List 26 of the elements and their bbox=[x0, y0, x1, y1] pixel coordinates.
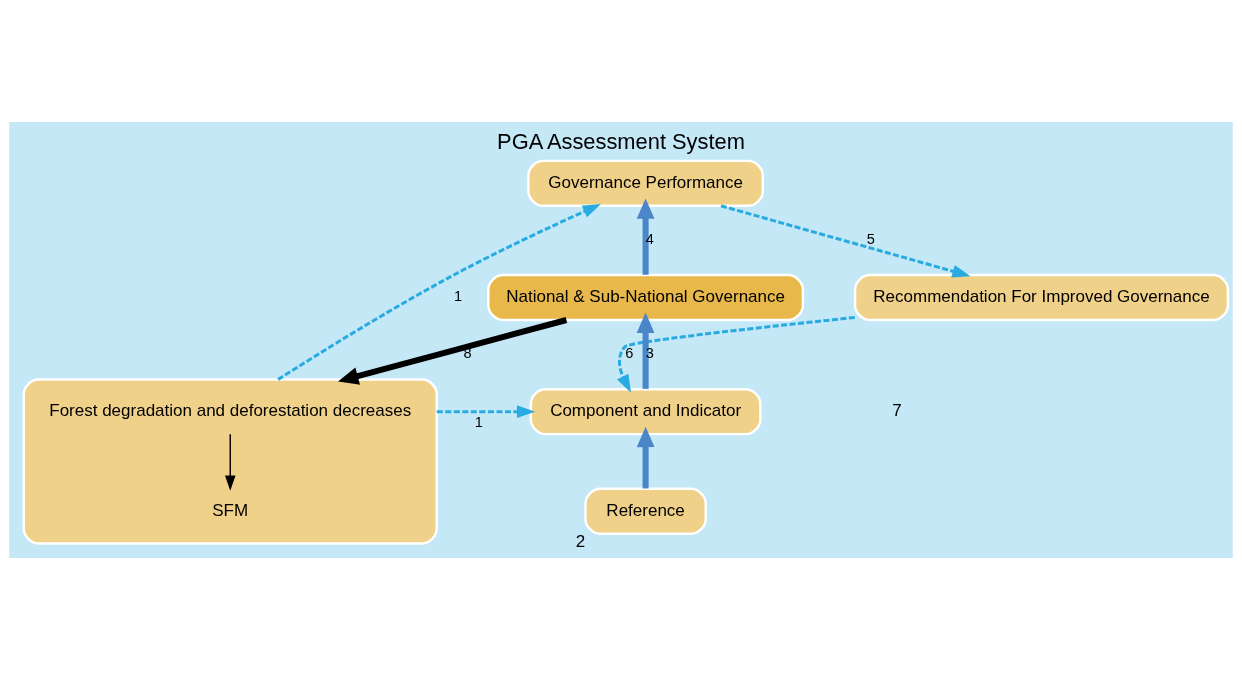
arrow bbox=[636, 312, 655, 389]
node-text: SFM bbox=[212, 500, 249, 520]
edge-label: 1 bbox=[474, 413, 483, 430]
node-label: 2 bbox=[575, 532, 586, 552]
node-text: Forest degradation and deforestation decreases bbox=[49, 401, 412, 421]
label: 7 bbox=[892, 401, 902, 421]
node-box: National & Sub-National Governance bbox=[487, 273, 805, 322]
arrow bbox=[720, 204, 971, 278]
edge-label: 6 bbox=[625, 345, 634, 362]
node-box: Governance Performance bbox=[527, 159, 764, 207]
diagram-title: PGA Assessment System bbox=[497, 129, 745, 155]
cluster bbox=[22, 378, 438, 545]
arrow bbox=[616, 315, 855, 393]
arrow bbox=[636, 426, 655, 489]
node-box: Component and Indicator bbox=[529, 387, 762, 436]
edge-label: 1 bbox=[453, 288, 463, 305]
arrow bbox=[277, 203, 601, 381]
node-box: Recommendation For Improved Governance bbox=[853, 273, 1230, 322]
arrow bbox=[338, 317, 568, 385]
edge-label: 3 bbox=[645, 345, 654, 362]
node-box: Reference bbox=[584, 487, 707, 535]
edge-label: 5 bbox=[866, 231, 875, 248]
arrow bbox=[436, 405, 536, 419]
arrow bbox=[224, 433, 236, 491]
arrow bbox=[636, 198, 655, 275]
edge-label: 4 bbox=[645, 231, 654, 248]
